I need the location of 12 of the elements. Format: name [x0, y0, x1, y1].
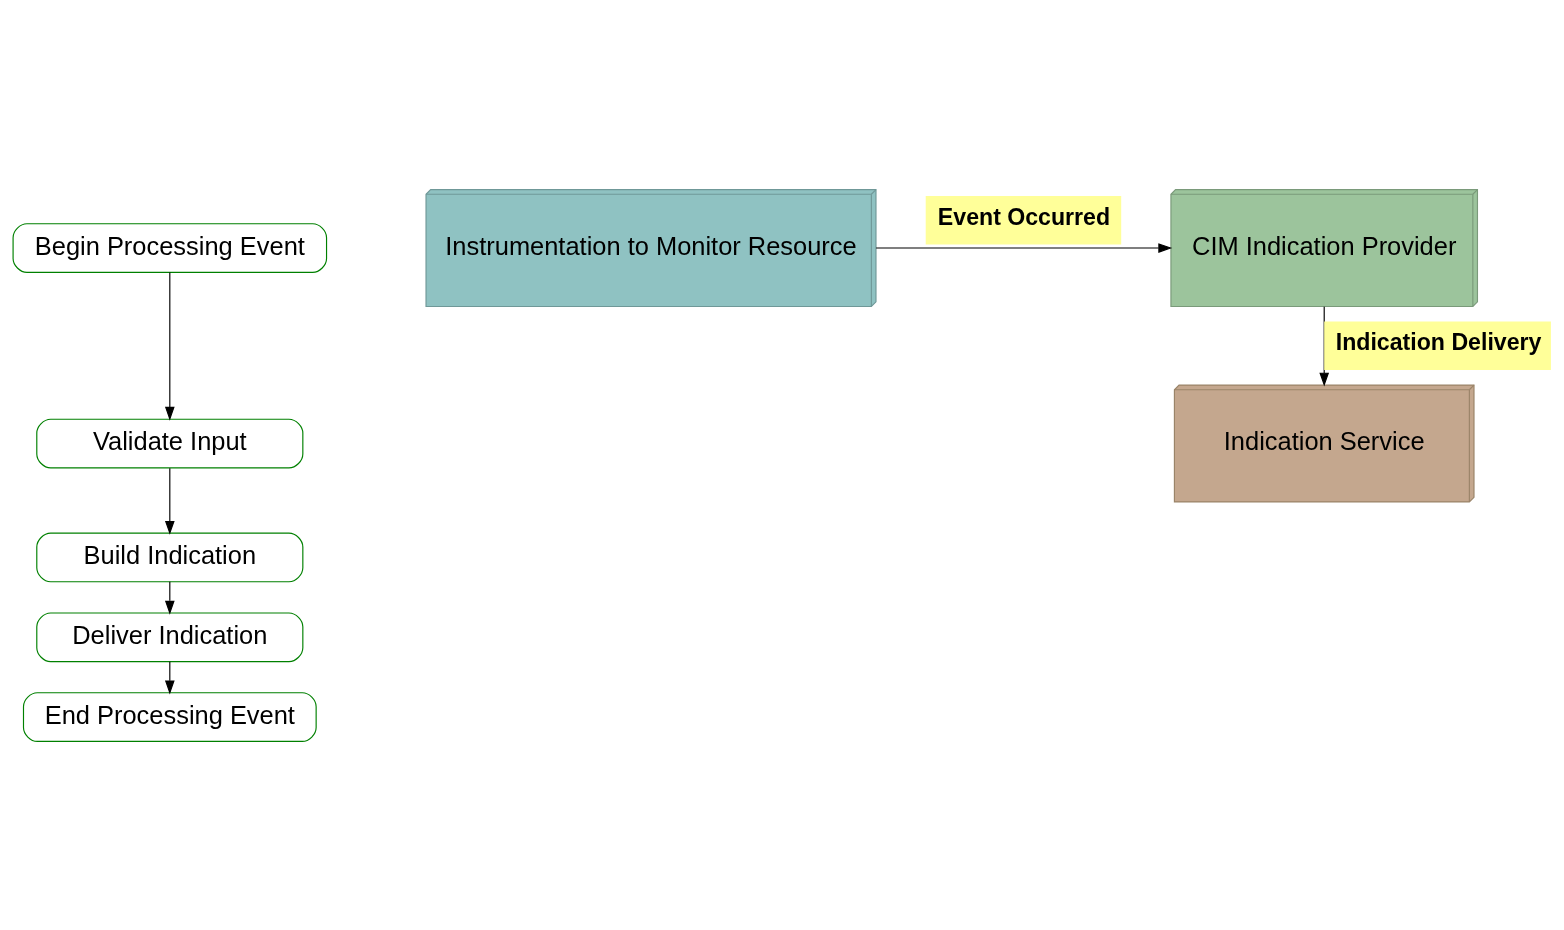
node-box: Validate Input — [36, 418, 304, 468]
node-box: Build Indication — [36, 532, 304, 582]
arrow — [164, 660, 175, 694]
node-box: Begin Processing Event — [12, 222, 328, 273]
node-box: End Processing Event — [22, 691, 317, 742]
edge-label: Event Occurred — [937, 203, 1111, 230]
arrow — [164, 271, 175, 421]
arrow — [164, 467, 175, 535]
edge-label: Indication Delivery — [1335, 328, 1542, 355]
arrow — [164, 580, 175, 615]
node-box: Deliver Indication — [36, 611, 304, 662]
arrow — [875, 242, 1173, 253]
